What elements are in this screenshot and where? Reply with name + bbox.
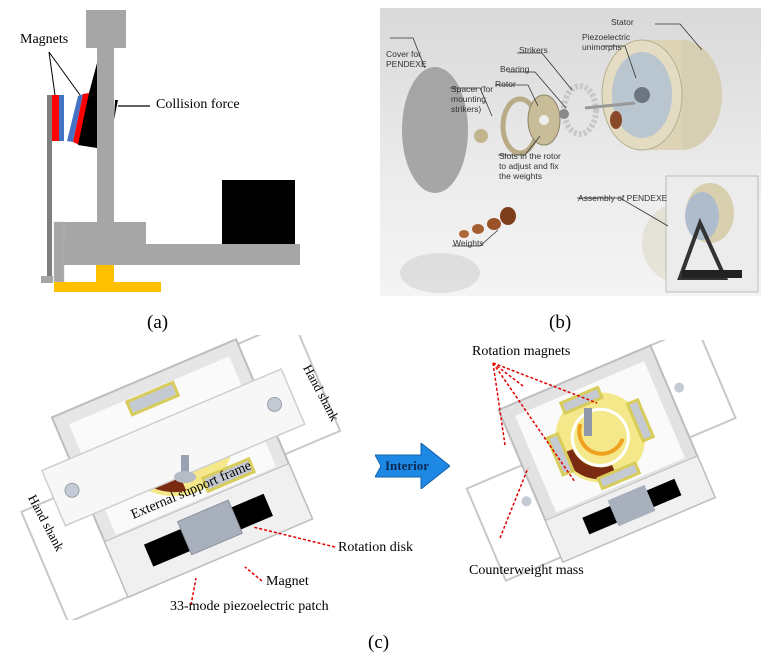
weight-3 (487, 218, 501, 230)
caption-a: (a) (147, 312, 169, 333)
counterweight-label: Counterweight mass (469, 563, 584, 578)
panel-c-exterior: External support frame Hand shank Hand s… (0, 319, 413, 624)
interior-screw-right (674, 382, 685, 393)
yellow-plate (54, 282, 161, 292)
shaft (584, 101, 636, 110)
leader-lines-b (390, 23, 703, 247)
rotation-disk-label: Rotation disk (338, 540, 414, 555)
disk-magnet-top (124, 380, 181, 417)
panel-b: Cover for PENDEXE Spacer (for mounting s… (380, 8, 761, 296)
interior-magnet (607, 484, 656, 527)
rot-magnet-2 (625, 397, 656, 443)
screw-right (267, 396, 283, 412)
reflection-cover (400, 253, 480, 293)
support-rod (47, 95, 52, 277)
interior-counterweight (561, 449, 617, 480)
horizontal-beam (64, 244, 300, 265)
collision-bump (114, 100, 118, 120)
magnets-leader-2 (48, 51, 81, 96)
rotor-center (539, 115, 549, 125)
panel-c-interior: Rotation magnets Counterweight mass (450, 324, 767, 590)
magnet-red-left (52, 95, 59, 141)
base-left-post (53, 221, 65, 283)
strikers-ring (561, 83, 599, 137)
magnets-leader-1 (48, 51, 56, 96)
label-cover: Cover for PENDEXE (386, 49, 427, 69)
rot-magnet-3 (545, 431, 576, 477)
weight-4 (500, 207, 516, 225)
screw-left (64, 482, 80, 498)
label-slots: Slots in the rotor to adjust and fix the… (499, 151, 561, 181)
pendulum-harvester-diagram (41, 10, 300, 292)
rotation-magnets-label: Rotation magnets (472, 344, 571, 359)
disk-magnet-bottom (200, 456, 257, 494)
interior-arrow: Interior (374, 441, 451, 491)
interior-screw-left (521, 496, 532, 507)
inset-unimorphs (685, 192, 719, 240)
stator-hub (634, 87, 650, 103)
magnet-red-tilted (73, 93, 89, 145)
rot-magnet-1 (558, 385, 604, 416)
copper-disc (610, 111, 622, 129)
piezo-patch-label: 33-mode piezoelectric patch (170, 599, 329, 614)
inset-base (682, 270, 742, 278)
leader-lines-c-left (190, 526, 336, 606)
collision-force-label: Collision force (156, 97, 240, 112)
shaft-bolt (181, 455, 189, 475)
label-assembly: Assembly of PENDEXE (578, 193, 668, 203)
bearing (559, 109, 569, 119)
interior-label: Interior (385, 458, 430, 473)
pendulum-mass (78, 63, 97, 148)
cover-disc (402, 67, 468, 193)
magnet-label: Magnet (266, 574, 309, 589)
pendexe-exploded-view (390, 23, 759, 293)
label-spacer: Spacer (for mounting strikers) (451, 84, 494, 114)
rot-magnet-4 (596, 460, 642, 491)
rotation-arrow (577, 423, 625, 456)
tip-mass (222, 180, 295, 244)
interior-device-diagram (465, 324, 737, 583)
label-piezo: Piezoelectric unimorphs (582, 32, 631, 52)
label-strikers: Strikers (519, 45, 548, 55)
magnet-blue-tilted (67, 94, 83, 142)
caption-c: (c) (368, 632, 390, 653)
vertical-column (97, 48, 114, 222)
top-block (86, 10, 126, 48)
column-base (54, 222, 146, 244)
label-bearing: Bearing (500, 64, 530, 74)
label-rotor: Rotor (495, 79, 516, 89)
yellow-stem (96, 265, 114, 282)
exterior-device-diagram (20, 319, 342, 624)
magnet-block (176, 499, 243, 556)
caption-b: (b) (549, 312, 572, 333)
interior-shaft (584, 408, 592, 436)
label-weights: Weights (453, 238, 484, 248)
rod-foot (41, 276, 53, 283)
weight-1 (459, 230, 469, 238)
leader-lines-c-right (492, 362, 598, 539)
hub (474, 129, 488, 143)
magnets-label: Magnets (20, 32, 69, 47)
magnet-blue-left (59, 95, 64, 141)
label-stator: Stator (611, 17, 634, 27)
panel-a: Magnets Collision force (0, 0, 300, 300)
shaft-nut (174, 471, 196, 483)
weight-2 (472, 224, 484, 234)
